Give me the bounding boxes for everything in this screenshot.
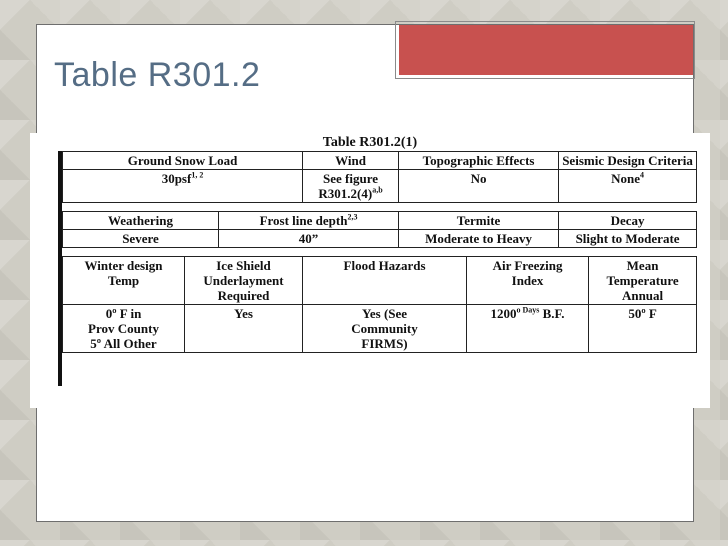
header-ground-snow-load: Ground Snow Load (61, 151, 304, 170)
seismic-value: None (611, 171, 640, 186)
mean-header-line-1: Mean (626, 258, 659, 273)
climate-design-table: Ground Snow Load Wind Topographic Effect… (61, 151, 698, 353)
wind-line-2: R301.2(4) (318, 186, 373, 201)
winter-value-line-3: 5º All Other (90, 336, 157, 351)
header-topographic-effects: Topographic Effects (398, 151, 560, 170)
air-value-sup: o Days (516, 305, 540, 315)
flood-value-line-2: Community (351, 321, 418, 336)
air-value: 1200 (490, 306, 517, 321)
header-frost-line-depth: Frost line depth2,3 (217, 211, 400, 230)
cell-ice-shield: Yes (183, 304, 304, 353)
wind-footnote: a,b (372, 185, 383, 195)
cell-seismic: None4 (558, 169, 698, 203)
air-header-line-2: Index (511, 273, 544, 288)
header-termite: Termite (398, 211, 560, 230)
frost-line-label: Frost line depth (259, 213, 348, 228)
wind-line-1: See figure (323, 171, 379, 186)
header-seismic-design-criteria: Seismic Design Criteria (558, 151, 698, 170)
table-row: Weathering Frost line depth2,3 Termite D… (62, 211, 698, 230)
snow-load-footnote: 1, 2 (191, 170, 204, 180)
winter-value-line-1: 0º F in (105, 306, 142, 321)
table-row: Severe 40” Moderate to Heavy Slight to M… (62, 229, 698, 248)
table-left-bar (58, 151, 62, 386)
table-gap (62, 247, 697, 257)
table-row: 0º F in Prov County 5º All Other Yes Yes… (62, 304, 698, 353)
cell-decay: Slight to Moderate (558, 229, 698, 248)
table-row: Ground Snow Load Wind Topographic Effect… (61, 151, 698, 170)
cell-termite: Moderate to Heavy (398, 229, 560, 248)
accent-tab-outline (395, 21, 695, 79)
table-row: 30psf1, 2 See figure R301.2(4)a,b No Non… (61, 169, 698, 203)
ice-header-line-2: Underlayment (203, 273, 284, 288)
header-air-freezing-index: Air Freezing Index (466, 256, 590, 305)
cell-air-freezing-index: 1200o Days B.F. (466, 304, 590, 353)
cell-winter-design-temp: 0º F in Prov County 5º All Other (62, 304, 185, 353)
snow-load-value: 30psf (161, 171, 192, 186)
air-header-line-1: Air Freezing (492, 258, 563, 273)
ice-header-line-3: Required (217, 288, 270, 303)
cell-wind: See figure R301.2(4)a,b (302, 169, 400, 203)
seismic-footnote: 4 (640, 170, 644, 180)
cell-weathering: Severe (62, 229, 219, 248)
header-weathering: Weathering (62, 211, 219, 230)
header-mean-temperature: Mean Temperature Annual (588, 256, 698, 305)
cell-flood-hazards: Yes (See Community FIRMS) (302, 304, 468, 353)
mean-header-line-3: Annual (621, 288, 664, 303)
winter-header-line-1: Winter design (84, 258, 163, 273)
slide-title: Table R301.2 (54, 56, 261, 94)
winter-header-line-2: Temp (107, 273, 140, 288)
header-flood-hazards: Flood Hazards (302, 256, 468, 305)
header-decay: Decay (558, 211, 698, 230)
table-caption: Table R301.2(1) (322, 135, 418, 150)
header-ice-shield: Ice Shield Underlayment Required (183, 256, 304, 305)
cell-frost-depth: 40” (217, 229, 400, 248)
table-row: Winter design Temp Ice Shield Underlayme… (62, 256, 698, 305)
table-gap (62, 202, 697, 212)
cell-mean-temperature: 50º F (588, 304, 698, 353)
scanned-table-image: Table R301.2(1) Ground Snow Load Wind To… (30, 133, 710, 408)
mean-header-line-2: Temperature (606, 273, 679, 288)
air-value-suffix: B.F. (542, 306, 565, 321)
ice-header-line-1: Ice Shield (216, 258, 271, 273)
cell-topographic: No (398, 169, 560, 203)
header-winter-design-temp: Winter design Temp (62, 256, 185, 305)
flood-value-line-3: FIRMS) (361, 336, 408, 351)
frost-footnote: 2,3 (347, 212, 358, 222)
header-wind: Wind (302, 151, 400, 170)
flood-value-line-1: Yes (See (361, 306, 408, 321)
accent-tab (399, 25, 693, 75)
cell-snow-load: 30psf1, 2 (61, 169, 304, 203)
winter-value-line-2: Prov County (88, 321, 159, 336)
